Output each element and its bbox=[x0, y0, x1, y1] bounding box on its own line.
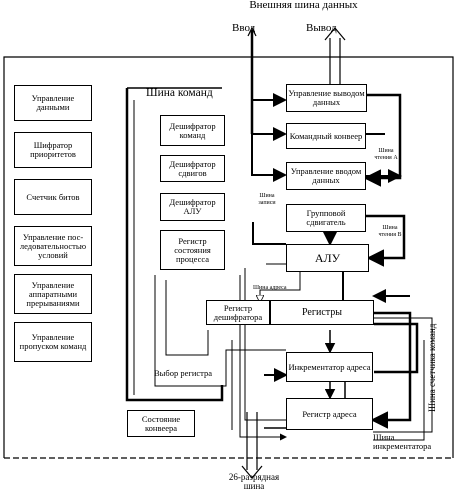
register-select-label: Выбор регистра bbox=[154, 368, 213, 378]
left-block-priority-encoder: Шифратор приоритетов bbox=[14, 132, 92, 168]
counter-bus-label: Шина счетчика команд bbox=[427, 323, 437, 412]
address-register-block: Регистр адреса bbox=[286, 398, 373, 430]
external-data-bus-title: Внешняя шина данных bbox=[249, 0, 358, 11]
incrementer-bus-label: Шина инкрементатора bbox=[373, 432, 432, 451]
read-bus-a-label: Шина чтения A bbox=[374, 148, 398, 161]
write-bus-label: Шина записи bbox=[258, 193, 276, 206]
left-block-bit-counter: Счетчик битов bbox=[14, 179, 92, 215]
pipeline-state: Состояние конвеера bbox=[127, 410, 195, 437]
left-block-condition-sequence: Управление пос-ледовательностью условий bbox=[14, 226, 92, 266]
command-decoder: Дешифратор команд bbox=[160, 115, 225, 146]
address-incrementer-block: Инкрементатор адреса bbox=[286, 352, 373, 382]
bus-26-arrow bbox=[241, 465, 263, 479]
command-bus-line bbox=[125, 88, 224, 402]
input-label: Ввод bbox=[232, 22, 256, 34]
command-pipeline-block: Командный конвеер bbox=[286, 123, 366, 149]
alu-block: АЛУ bbox=[286, 244, 369, 272]
left-block-data-control: Управление данными bbox=[14, 85, 92, 121]
bus-26-label: 26-разрядная шина bbox=[228, 472, 280, 491]
output-arrow bbox=[324, 27, 346, 86]
group-shifter-block: Групповой сдвигатель bbox=[286, 204, 366, 232]
chip-border bbox=[3, 56, 454, 458]
address-bus-label: Шина адреса bbox=[253, 285, 287, 291]
output-control-block: Управление выводом данных bbox=[286, 84, 367, 112]
command-bus-title: Шина команд bbox=[146, 87, 213, 99]
left-block-hw-interrupts: Управление аппаратными прерываниями bbox=[14, 274, 92, 314]
process-state-register: Регистр состояния процесса bbox=[160, 230, 225, 270]
input-control-block: Управление вводом данных bbox=[286, 162, 366, 190]
read-bus-b-label: Шина чтения B bbox=[378, 225, 402, 238]
left-block-skip-control: Управление пропуском команд bbox=[14, 322, 92, 362]
registers-block: Регистры bbox=[270, 300, 374, 325]
register-decoder-block: Регистр дешифратора bbox=[206, 300, 270, 325]
output-label: Вывод bbox=[306, 22, 337, 34]
alu-decoder: Дешифратор АЛУ bbox=[160, 193, 225, 221]
shift-decoder: Дешифратор сдвигов bbox=[160, 155, 225, 182]
